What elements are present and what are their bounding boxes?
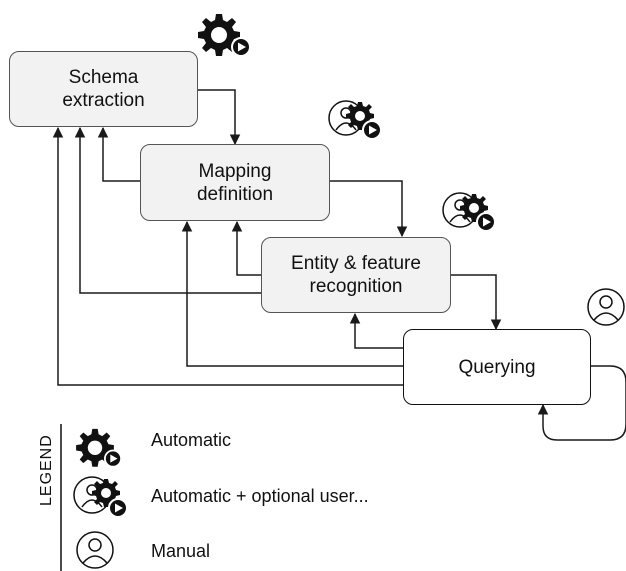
edge-schema-to-mapping <box>197 89 241 146</box>
edge-querying-self-loop <box>537 365 626 441</box>
edge-entity-to-schema <box>74 126 262 294</box>
legend-title: LEGEND <box>38 434 55 506</box>
node-entity-line2: recognition <box>309 276 403 297</box>
node-schema-line1: Schema <box>68 67 139 88</box>
legend-automatic-icon <box>76 428 122 468</box>
edge-querying-to-schema <box>52 126 404 386</box>
edge-querying-to-mapping <box>181 220 404 367</box>
node-entity-feature-recognition: Entity & feature recognition <box>261 237 451 313</box>
legend-user-gear-play-icon <box>73 476 128 518</box>
node-entity-line1: Entity & feature <box>291 253 421 274</box>
node-mapping-definition: Mapping definition <box>140 144 330 221</box>
user-icon <box>587 288 625 326</box>
automatic-gear-icon <box>198 14 251 57</box>
edge-entity-to-mapping <box>231 220 262 276</box>
node-schema-extraction: Schema extraction <box>9 51 198 127</box>
legend-label-automatic: Automatic <box>151 430 232 450</box>
legend-user-icon <box>76 531 114 569</box>
legend-label-automatic-optional-user: Automatic + optional user... <box>151 486 369 506</box>
edge-entity-to-querying <box>451 274 502 331</box>
edge-querying-to-entity <box>349 312 404 349</box>
node-querying-label: Querying <box>458 356 536 378</box>
user-gear-play-icon <box>328 100 382 140</box>
user-gear-play-icon <box>442 192 496 232</box>
legend-label-manual: Manual <box>151 541 211 561</box>
node-mapping-line2: definition <box>196 183 274 205</box>
edge-mapping-to-entity <box>330 180 408 238</box>
node-mapping-line1: Mapping <box>198 160 272 182</box>
edge-mapping-to-schema <box>97 126 141 182</box>
node-schema-line2: extraction <box>62 90 145 111</box>
node-querying: Querying <box>403 329 591 405</box>
